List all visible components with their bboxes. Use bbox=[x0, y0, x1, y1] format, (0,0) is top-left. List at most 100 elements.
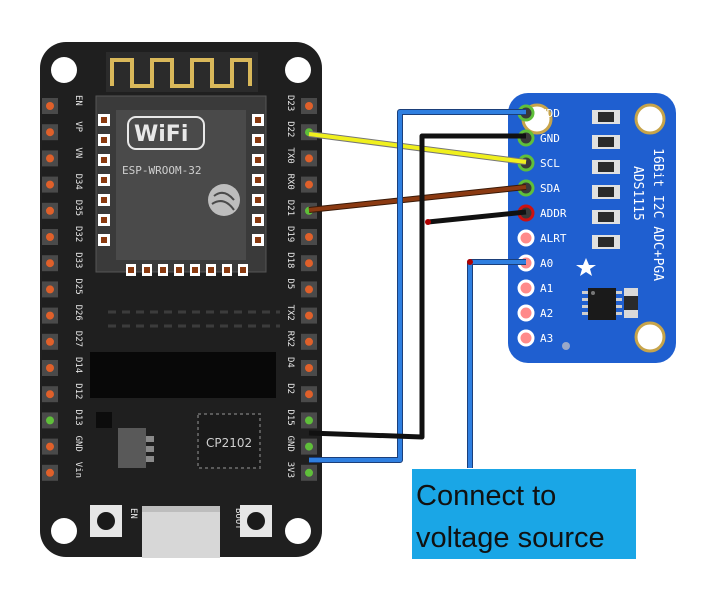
esp32-board: WiFi ESP-WROOM-32 ENVPVND34D35D32D33D25D… bbox=[40, 42, 322, 558]
adc-pin bbox=[517, 304, 535, 322]
mount-hole bbox=[51, 518, 77, 544]
pcb-component-strip bbox=[90, 352, 276, 398]
boot-button-label: BOOT bbox=[233, 508, 243, 530]
pin-label-left: D13 bbox=[73, 409, 83, 425]
adc-pin bbox=[517, 329, 535, 347]
pin-dot bbox=[305, 180, 313, 189]
mount-hole bbox=[285, 518, 311, 544]
pin-dot bbox=[305, 102, 313, 110]
adc-title: 16Bit I2C ADC+PGA bbox=[650, 148, 665, 281]
espressif-logo bbox=[208, 184, 240, 216]
mount-hole bbox=[634, 321, 666, 353]
pin-dot bbox=[46, 206, 54, 215]
pin-label-right: GND bbox=[285, 436, 295, 452]
usb-connector bbox=[142, 506, 220, 558]
pin-dot bbox=[305, 311, 313, 320]
left-pin-labels: ENVPVND34D35D32D33D25D26D27D14D12D13GNDV… bbox=[73, 95, 83, 478]
pin-dot bbox=[46, 259, 54, 268]
wire-addr-black bbox=[427, 209, 527, 225]
pin-label-right: D21 bbox=[285, 200, 295, 216]
pin-dot bbox=[305, 154, 313, 163]
pin-label-left: D26 bbox=[73, 305, 83, 321]
pin-label-left: Vin bbox=[73, 462, 83, 478]
pin-label-right: TX2 bbox=[285, 305, 295, 321]
module-name: ESP-WROOM-32 bbox=[122, 164, 201, 177]
pin-label-left: D34 bbox=[73, 174, 83, 190]
pin-label-left: D32 bbox=[73, 226, 83, 242]
mount-hole bbox=[634, 103, 666, 135]
pin-dot bbox=[46, 154, 54, 163]
pin-label-right: RX2 bbox=[285, 331, 295, 347]
adc-pin-label: SDA bbox=[540, 182, 560, 195]
wire-gnd-black bbox=[308, 133, 526, 440]
wire-vdd-blue bbox=[309, 109, 526, 463]
pin-dot bbox=[46, 416, 54, 425]
voltage-source-note: Connect to voltage source bbox=[412, 469, 636, 559]
pin-label-left: D25 bbox=[73, 278, 83, 294]
pin-label-left: D35 bbox=[73, 200, 83, 216]
pin-label-right: TX0 bbox=[285, 147, 295, 163]
adc-pin-label: GND bbox=[540, 132, 560, 145]
adc-pin-label: SCL bbox=[540, 157, 560, 170]
adc-model: ADS1115 bbox=[630, 166, 645, 221]
pin-dot bbox=[305, 442, 313, 451]
wifi-logo: WiFi bbox=[127, 116, 205, 150]
left-pin-header bbox=[42, 98, 58, 481]
right-pin-header bbox=[301, 98, 317, 481]
note-line-2: voltage source bbox=[416, 522, 605, 554]
pin-label-right: D2 bbox=[285, 383, 295, 394]
pin-dot bbox=[46, 285, 54, 294]
pin-label-right: D23 bbox=[285, 95, 295, 111]
pin-label-left: D12 bbox=[73, 383, 83, 399]
pin-dot bbox=[46, 180, 54, 189]
pin-dot bbox=[305, 233, 313, 241]
adc-pin bbox=[517, 279, 535, 297]
pin-label-right: D15 bbox=[285, 409, 295, 425]
pin-label-left: EN bbox=[73, 95, 83, 106]
pin-dot bbox=[46, 128, 54, 137]
pcb-traces bbox=[108, 310, 280, 328]
adafruit-logo bbox=[576, 258, 596, 276]
pin-label-right: D18 bbox=[285, 252, 295, 268]
pin-dot bbox=[46, 390, 54, 399]
boot-button[interactable] bbox=[240, 505, 272, 537]
adc-pin-label: VDD bbox=[540, 107, 560, 120]
cp2102-chip: CP2102 bbox=[197, 413, 261, 469]
pin-label-right: D22 bbox=[285, 121, 295, 137]
pin-dot bbox=[305, 285, 313, 294]
adc-pin-label: A2 bbox=[540, 307, 553, 320]
svg-text:CP2102: CP2102 bbox=[206, 436, 252, 450]
pin-dot bbox=[46, 442, 54, 451]
pin-label-right: D4 bbox=[285, 357, 295, 368]
en-button[interactable] bbox=[90, 505, 122, 537]
pin-dot bbox=[46, 364, 54, 372]
adc-resistors bbox=[592, 110, 620, 249]
pin-dot bbox=[46, 468, 54, 477]
pin-label-right: RX0 bbox=[285, 174, 295, 190]
pin-dot bbox=[46, 311, 54, 320]
adc-pin-label: ADDR bbox=[540, 207, 567, 220]
pin-dot bbox=[305, 259, 313, 268]
pin-dot bbox=[305, 416, 313, 425]
pin-label-right: D19 bbox=[285, 226, 295, 242]
adc-pin bbox=[517, 229, 535, 247]
en-button-label: EN bbox=[128, 508, 138, 519]
mount-hole bbox=[51, 57, 77, 83]
mount-hole bbox=[285, 57, 311, 83]
capacitor bbox=[624, 288, 638, 318]
pin-label-left: D27 bbox=[73, 331, 83, 347]
pin-dot bbox=[305, 390, 313, 399]
pin-label-left: GND bbox=[73, 436, 83, 452]
pin-label-right: D5 bbox=[285, 278, 295, 289]
note-line-1: Connect to bbox=[416, 480, 557, 512]
ads1115-chip bbox=[582, 288, 622, 320]
adc-pin-label: ALRT bbox=[540, 232, 567, 245]
pin-dot bbox=[305, 337, 313, 346]
pin-label-right: 3V3 bbox=[285, 462, 295, 478]
voltage-regulator bbox=[118, 428, 154, 468]
adc-pin-label: A0 bbox=[540, 257, 553, 270]
